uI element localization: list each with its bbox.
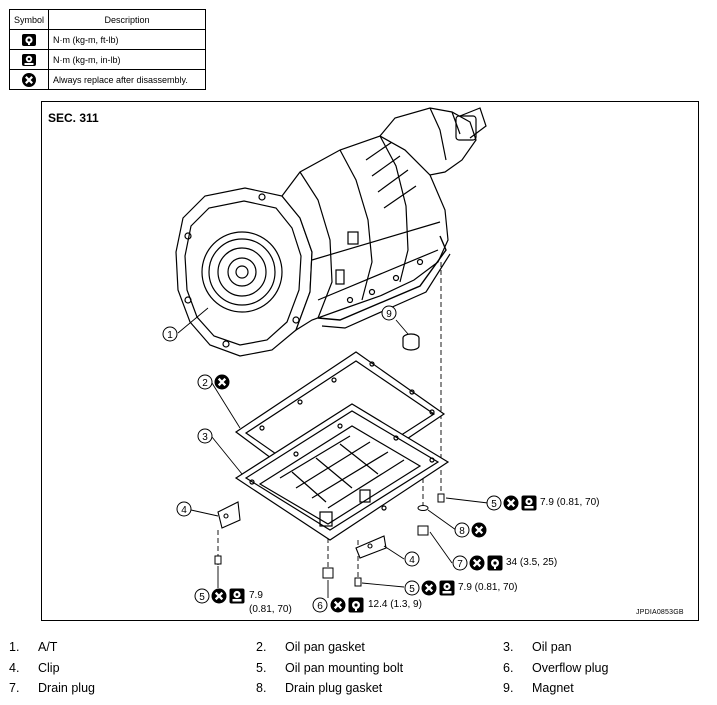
part-number: 9. — [503, 681, 514, 695]
callout-7: 7 — [452, 555, 503, 571]
clip — [355, 535, 387, 559]
callout-2: 2 — [197, 374, 230, 390]
callout-5: 5 — [486, 495, 537, 511]
callout-4: 4 — [176, 501, 192, 517]
torque-wrench-small-icon — [439, 580, 455, 596]
legend-description: Always replace after disassembly. — [48, 69, 206, 90]
torque-spec-overflow-plug: 12.4 (1.3, 9) — [368, 599, 422, 610]
callout-3: 3 — [197, 428, 213, 444]
callout-9: 9 — [381, 305, 397, 321]
replace-icon — [214, 374, 230, 390]
parts-row: 7. Drain plug 8. Drain plug gasket 9. Ma… — [0, 681, 717, 699]
part-number: 7. — [9, 681, 20, 695]
part-name: A/T — [38, 640, 58, 654]
parts-row: 1. A/T 2. Oil pan gasket 3. Oil pan — [0, 640, 717, 658]
part-number: 2. — [256, 640, 267, 654]
svg-text:7: 7 — [457, 559, 463, 570]
replace-icon — [22, 72, 36, 87]
svg-text:6: 6 — [317, 601, 323, 612]
part-number: 3. — [503, 640, 514, 654]
replace-icon — [471, 522, 487, 538]
automatic-transmission — [175, 107, 487, 357]
part-name: Clip — [38, 661, 60, 675]
replace-icon — [503, 495, 519, 511]
figure-id: JPDIA0853GB — [636, 609, 684, 616]
part-name: Drain plug — [38, 681, 95, 695]
part-number: 8. — [256, 681, 267, 695]
part-number: 6. — [503, 661, 514, 675]
torque-spec-mounting-bolt: 7.9 — [249, 590, 263, 601]
torque-spec-mounting-bolt: (0.81, 70) — [249, 604, 292, 615]
callout-6: 6 — [312, 597, 364, 613]
oil-pan-mounting-bolt — [214, 555, 222, 565]
part-number: 4. — [9, 661, 20, 675]
part-name: Oil pan mounting bolt — [285, 661, 404, 675]
svg-text:3: 3 — [202, 432, 208, 443]
symbol-legend-table: Symbol Description N·m (kg-m, ft-lb) N·m… — [9, 9, 206, 90]
svg-text:2: 2 — [202, 378, 208, 389]
part-number: 5. — [256, 661, 267, 675]
torque-wrench-small-icon — [229, 588, 245, 604]
drain-plug-gasket — [417, 505, 429, 511]
torque-spec-drain-plug: 34 (3.5, 25) — [506, 557, 558, 568]
torque-wrench-small-icon — [521, 495, 537, 511]
torque-spec-mounting-bolt: 7.9 (0.81, 70) — [458, 582, 518, 593]
part-name: Drain plug gasket — [285, 681, 383, 695]
callout-8: 8 — [454, 522, 487, 538]
part-name: Overflow plug — [532, 661, 609, 675]
part-name: Oil pan gasket — [285, 640, 365, 654]
oil-pan-mounting-bolt — [437, 493, 445, 503]
replace-icon — [211, 588, 227, 604]
overflow-plug — [322, 567, 334, 579]
oil-pan-mounting-bolt — [354, 577, 362, 587]
magnet — [402, 333, 420, 351]
legend-symbol-cell — [9, 49, 49, 70]
torque-wrench-small-icon — [22, 53, 36, 66]
torque-wrench-icon — [22, 33, 36, 46]
section-label: SEC. 311 — [48, 111, 99, 125]
replace-icon — [469, 555, 485, 571]
svg-text:9: 9 — [386, 309, 392, 320]
callout-4: 4 — [404, 551, 420, 567]
replace-icon — [421, 580, 437, 596]
oil-pan — [234, 403, 450, 541]
torque-wrench-icon — [348, 597, 364, 613]
callout-5: 5 — [404, 580, 455, 596]
svg-text:5: 5 — [199, 592, 205, 603]
svg-text:8: 8 — [459, 526, 465, 537]
replace-icon — [330, 597, 346, 613]
svg-text:5: 5 — [491, 499, 497, 510]
leader-lines — [177, 307, 489, 598]
part-number: 1. — [9, 640, 20, 654]
svg-text:4: 4 — [181, 505, 187, 516]
clip — [217, 501, 241, 529]
callout-5: 5 — [194, 588, 245, 604]
drain-plug — [417, 525, 429, 536]
svg-text:4: 4 — [409, 555, 415, 566]
callout-1: 1 — [162, 326, 178, 342]
diagram-frame — [41, 101, 699, 621]
torque-spec-mounting-bolt: 7.9 (0.81, 70) — [540, 497, 600, 508]
legend-symbol-cell — [9, 29, 49, 50]
part-name: Oil pan — [532, 640, 572, 654]
part-name: Magnet — [532, 681, 574, 695]
torque-wrench-icon — [487, 555, 503, 571]
svg-text:5: 5 — [409, 584, 415, 595]
svg-text:1: 1 — [167, 330, 173, 341]
parts-row: 4. Clip 5. Oil pan mounting bolt 6. Over… — [0, 661, 717, 679]
